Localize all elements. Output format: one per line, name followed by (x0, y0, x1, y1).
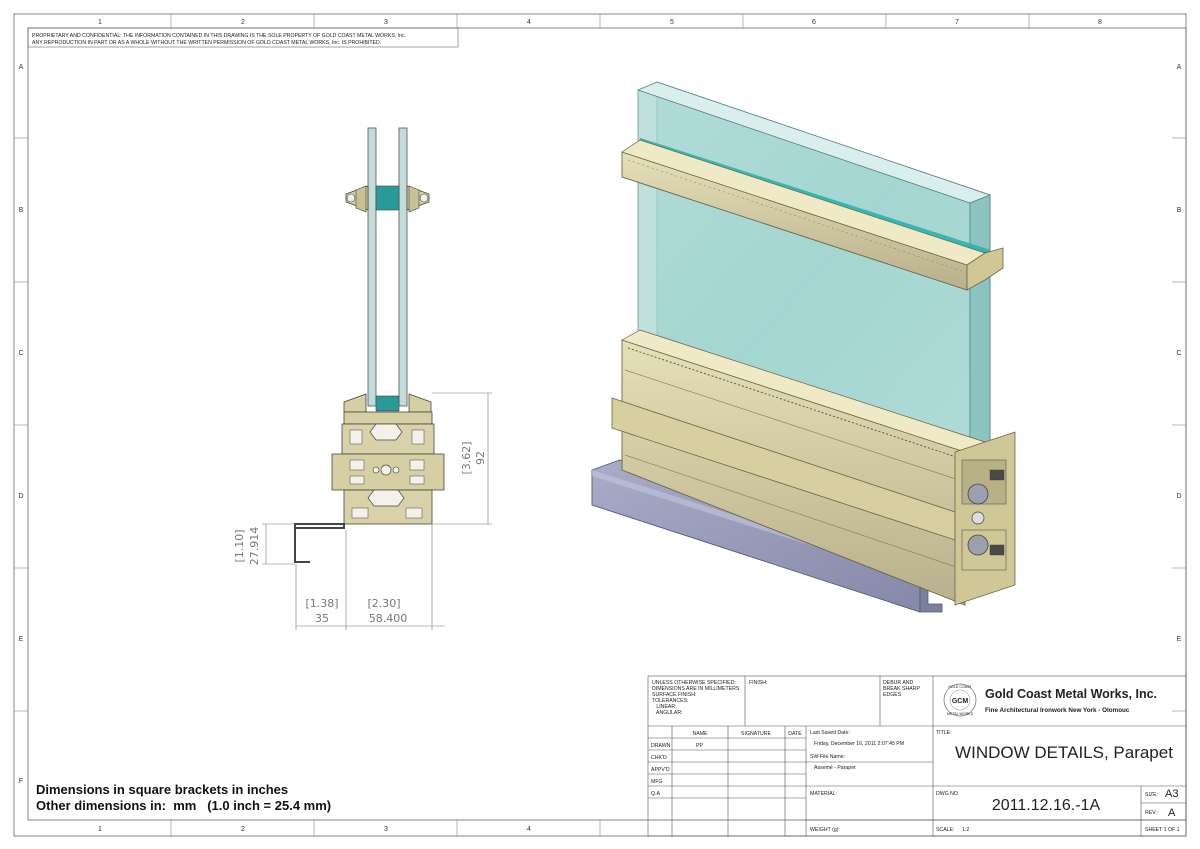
dimension-lines (262, 392, 492, 630)
dim-width1-mm: 35 (315, 612, 329, 625)
weight-label: WEIGHT (g): (810, 827, 840, 833)
swfile-value: Assemé - Parapet (814, 765, 856, 771)
dim-height-mm: 92 (474, 451, 487, 465)
debur-line: EDGES (883, 692, 902, 698)
col-date: DATE (788, 731, 802, 737)
right-row-letters: A B C D E (1176, 64, 1181, 643)
dim-lip-mm: 27.914 (248, 527, 261, 566)
row-approved: APPV'D (651, 767, 670, 773)
col-number: 5 (670, 19, 674, 26)
company-logo: GCM GOLD COAST METAL WORKS (943, 683, 977, 717)
row-letter: E (19, 636, 24, 643)
debur-line: BREAK SHARP (883, 686, 920, 692)
row-checked: CHK'D (651, 755, 667, 761)
proprietary-notice: PROPRIETARY AND CONFIDENTIAL: THE INFORM… (27, 27, 459, 48)
logo-ring-bottom: METAL WORKS (947, 712, 974, 716)
title-label: TITLE: (936, 730, 952, 736)
last-saved-label: Last Saved Date: (810, 730, 850, 736)
dimension-labels: [3.62] 92 [1.10] 27.914 [1.38] 35 [2.30]… (233, 441, 487, 625)
proprietary-line-1: PROPRIETARY AND CONFIDENTIAL: THE INFORM… (32, 33, 406, 39)
logo-letters: GCM (952, 698, 969, 705)
row-letter: F (19, 778, 23, 785)
section-view (294, 127, 445, 563)
row-letter: B (1177, 207, 1182, 214)
material-label: MATERIAL: (810, 791, 837, 797)
spec-line: ANGULAR: (652, 710, 683, 716)
proprietary-line-2: ANY REPRODUCTION IN PART OR AS A WHOLE W… (32, 40, 381, 46)
title-block: UNLESS OTHERWISE SPECIFIED: DIMENSIONS A… (647, 675, 1187, 837)
col-number: 1 (98, 19, 102, 26)
scale-label: SCALE: (936, 827, 954, 833)
sheet-label: SHEET 1 OF 1 (1145, 827, 1180, 833)
spec-line: SURFACE FINISH: (652, 692, 696, 698)
col-number: 8 (1098, 19, 1102, 26)
row-letter: A (1177, 64, 1182, 71)
row-letter: E (1177, 636, 1182, 643)
row-letter: A (19, 64, 24, 71)
row-letter: D (18, 493, 23, 500)
col-number: 3 (384, 826, 388, 833)
col-number: 4 (527, 19, 531, 26)
bottom-column-numbers: 1 2 3 4 (98, 826, 531, 833)
scale-value: 1:2 (962, 827, 969, 833)
dim-width1-inch: [1.38] (305, 597, 338, 610)
col-number: 1 (98, 826, 102, 833)
row-qa: Q.A (651, 791, 660, 797)
spec-line: TOLERANCES: (652, 698, 689, 704)
col-number: 6 (812, 19, 816, 26)
spec-line: LINEAR: (652, 704, 677, 710)
spec-line: DIMENSIONS ARE IN MILLIMETERS (652, 686, 740, 692)
drawn-name: PP (696, 743, 703, 749)
row-letter: D (1176, 493, 1181, 500)
row-letter: B (19, 207, 24, 214)
dim-lip-inch: [1.10] (233, 529, 246, 562)
drawing-number: 2011.12.16.-1A (992, 797, 1101, 814)
rev-value: A (1168, 807, 1176, 819)
dwg-label: DWG NO. (936, 791, 959, 797)
col-number: 3 (384, 19, 388, 26)
spec-line: UNLESS OTHERWISE SPECIFIED: (652, 680, 736, 686)
row-letter: C (1176, 350, 1181, 357)
row-drawn: DRAWN (651, 743, 671, 749)
dim-width2-mm: 58.400 (369, 612, 408, 625)
col-number: 2 (241, 19, 245, 26)
size-label: SIZE: (1145, 792, 1158, 798)
dimension-note-mm: Other dimensions in: mm (1.0 inch = 25.4… (36, 798, 332, 813)
rev-label: REV.: (1145, 810, 1158, 816)
col-signature: SIGNATURE (741, 731, 771, 737)
company-tagline: Fine Architectural Ironwork New York - O… (985, 707, 1130, 714)
company-name: Gold Coast Metal Works, Inc. (985, 687, 1157, 701)
finish-label: FINISH: (749, 680, 767, 686)
dim-height-inch: [3.62] (460, 441, 473, 474)
col-number: 4 (527, 826, 531, 833)
col-name: NAME (693, 731, 709, 737)
top-column-numbers: 1 2 3 4 5 6 7 8 (98, 19, 1102, 26)
swfile-label: SW-File Name: (810, 754, 845, 760)
dim-width2-inch: [2.30] (367, 597, 400, 610)
logo-ring-top: GOLD COAST (948, 685, 972, 689)
size-value: A3 (1165, 788, 1178, 800)
row-letter: C (18, 350, 23, 357)
col-number: 2 (241, 826, 245, 833)
row-mfg: MFG (651, 779, 663, 785)
debur-line: DEBUR AND (883, 680, 914, 686)
dimension-note-inches: Dimensions in square brackets in inches (36, 782, 289, 797)
drawing-title: WINDOW DETAILS, Parapet (955, 743, 1173, 762)
left-row-letters: A B C D E F (18, 64, 23, 785)
last-saved-value: Friday, December 16, 2011 2:07:45 PM (814, 741, 904, 747)
isometric-view (591, 81, 1016, 613)
col-number: 7 (955, 19, 959, 26)
